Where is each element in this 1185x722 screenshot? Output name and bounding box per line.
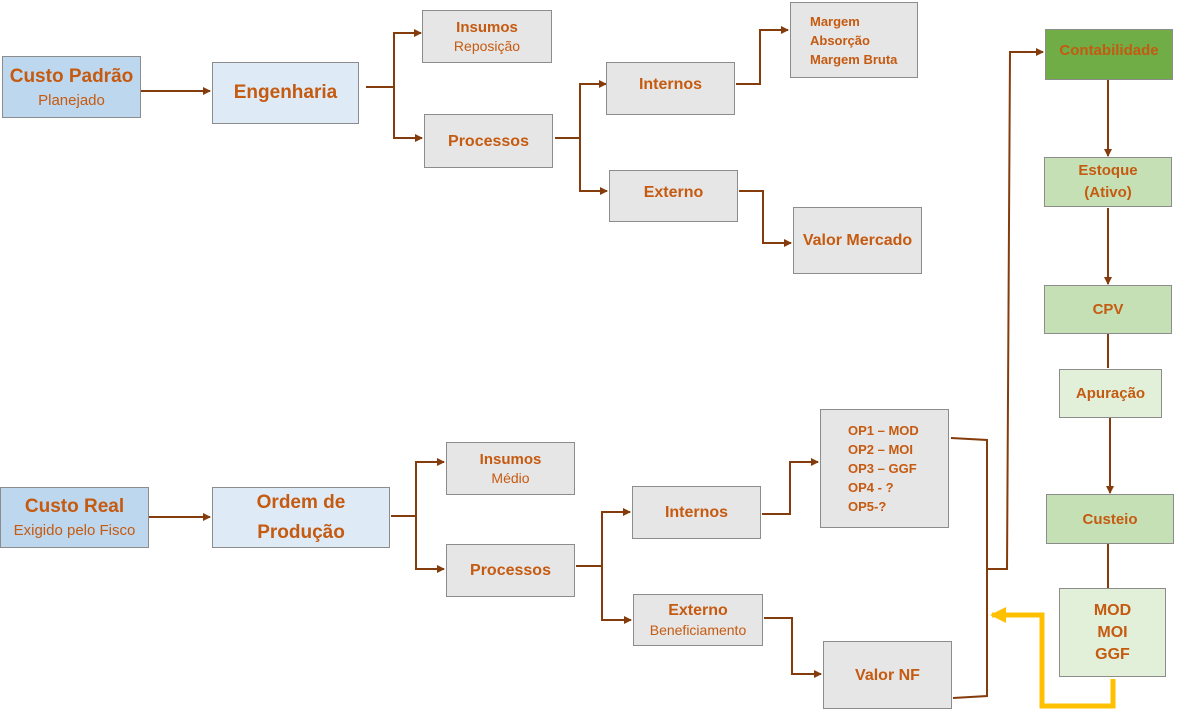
apuracao-label: Apuração	[1075, 385, 1146, 402]
custo-real-title: Custo Real	[24, 496, 125, 517]
custo-real-subtitle: Exigido pelo Fisco	[13, 522, 136, 539]
custo-padrao-box[interactable]: Custo Padrão Planejado	[2, 56, 141, 118]
arrow-merge-contabilidade	[987, 48, 1044, 570]
arrow-internos-margem	[736, 26, 789, 85]
engenharia-box[interactable]: Engenharia	[212, 62, 359, 124]
custo-padrao-title: Custo Padrão	[9, 65, 134, 87]
insumos-title: Insumos	[456, 18, 518, 36]
arrow-engenharia-insumos	[366, 29, 422, 88]
valor-nf-label: Valor NF	[855, 666, 920, 684]
arrow-processos-internos-bottom	[576, 508, 631, 567]
arrow-engenharia-processos	[393, 87, 423, 142]
insumos-reposicao-box[interactable]: Insumos Reposição	[422, 10, 552, 63]
margem-line-2: Absorção	[810, 32, 870, 48]
estoque-line-1: Estoque	[1078, 162, 1138, 179]
cpv-label: CPV	[1092, 301, 1124, 318]
margem-line-3: Margem Bruta	[810, 51, 898, 67]
op-line-5: OP5-?	[848, 499, 887, 514]
line-ops-merge	[950, 437, 988, 569]
processos-label-bottom: Processos	[470, 562, 551, 579]
custeio-box[interactable]: Custeio	[1046, 494, 1174, 544]
externo-beneficiamento-box[interactable]: Externo Beneficiamento	[633, 594, 763, 646]
internos-label-top: Internos	[638, 76, 703, 93]
internos-box-top[interactable]: Internos	[606, 62, 735, 115]
custo-real-box[interactable]: Custo Real Exigido pelo Fisco	[0, 487, 149, 548]
apuracao-box[interactable]: Apuração	[1059, 369, 1162, 418]
margem-box[interactable]: Margem Absorção Margem Bruta	[790, 2, 918, 78]
arrow-ordem-processos	[415, 516, 445, 573]
mod-label: MOD	[1093, 601, 1132, 619]
estoque-line-2: (Ativo)	[1084, 184, 1132, 201]
ops-box[interactable]: OP1 – MOD OP2 – MOI OP3 – GGF OP4 - ? OP…	[820, 409, 949, 528]
insumos-subtitle: Reposição	[453, 37, 521, 54]
arrow-processos-internos	[555, 80, 607, 139]
externo-subtitle-bottom: Beneficiamento	[649, 622, 747, 638]
processos-box-bottom[interactable]: Processos	[446, 544, 575, 597]
insumos-medio-box[interactable]: Insumos Médio	[446, 442, 575, 495]
mod-moi-ggf-box[interactable]: MOD MOI GGF	[1059, 588, 1166, 677]
ordem-line-2: Produção	[257, 521, 345, 543]
feedback-arrow	[990, 607, 1116, 709]
op-line-4: OP4 - ?	[848, 480, 894, 495]
externo-label-top: Externo	[643, 183, 704, 201]
moi-label: MOI	[1097, 623, 1128, 641]
internos-box-bottom[interactable]: Internos	[632, 486, 761, 539]
internos-label-bottom: Internos	[664, 504, 729, 521]
processos-label-top: Processos	[448, 132, 529, 150]
op-line-1: OP1 – MOD	[848, 423, 919, 438]
insumos-title-bottom: Insumos	[479, 450, 542, 468]
ggf-label: GGF	[1095, 645, 1130, 663]
line-valor-nf-merge	[952, 569, 988, 699]
custeio-label: Custeio	[1082, 510, 1138, 528]
engenharia-label: Engenharia	[233, 82, 338, 103]
externo-title-bottom: Externo	[668, 602, 728, 619]
margem-line-1: Margem	[810, 13, 860, 29]
ordem-line-1: Ordem de	[256, 491, 346, 513]
arrow-ordem-insumos	[391, 458, 445, 517]
arrow-internos-ops	[762, 458, 819, 515]
ordem-producao-box[interactable]: Ordem de Produção	[212, 487, 390, 548]
arrow-processos-externo-bottom	[601, 566, 632, 624]
externo-box-top[interactable]: Externo	[609, 170, 738, 222]
custo-padrao-subtitle: Planejado	[38, 91, 105, 109]
op-line-2: OP2 – MOI	[848, 442, 914, 457]
valor-nf-box[interactable]: Valor NF	[823, 641, 952, 709]
arrow-externo-valor-nf	[764, 617, 822, 678]
insumos-subtitle-bottom: Médio	[491, 469, 530, 486]
op-line-3: OP3 – GGF	[848, 461, 917, 476]
contabilidade-label: Contabilidade	[1059, 42, 1159, 59]
estoque-box[interactable]: Estoque (Ativo)	[1044, 157, 1172, 207]
cpv-box[interactable]: CPV	[1044, 285, 1172, 334]
arrow-externo-valor-mercado	[739, 190, 792, 247]
valor-mercado-label: Valor Mercado	[802, 232, 913, 249]
contabilidade-box[interactable]: Contabilidade	[1045, 29, 1173, 80]
valor-mercado-box[interactable]: Valor Mercado	[793, 207, 922, 274]
processos-box-top[interactable]: Processos	[424, 114, 553, 168]
arrow-processos-externo	[579, 138, 608, 195]
